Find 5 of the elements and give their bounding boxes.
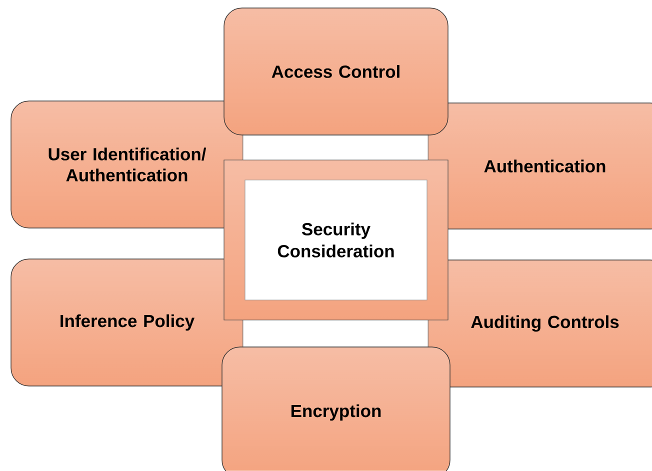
rounded-box: Inference Policy <box>10 258 244 386</box>
rounded-box: Encryption <box>222 346 450 471</box>
rounded-box: User Identification/ Authentication <box>10 100 244 228</box>
rounded-box: Access Control <box>224 8 448 136</box>
framed-box: Security Consideration <box>224 160 448 320</box>
